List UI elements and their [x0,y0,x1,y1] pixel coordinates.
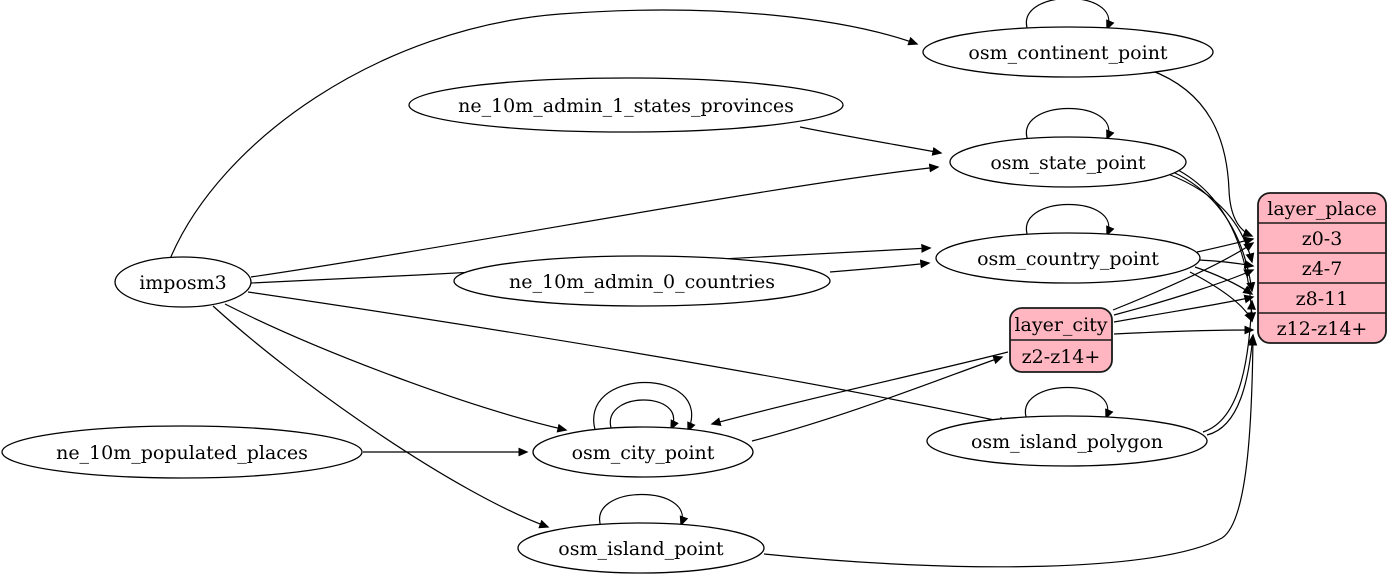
node-ne_10m_populated_places: ne_10m_populated_places [1,425,363,479]
edge-layer_city-layer_place-z0-3 [1112,242,1255,311]
node-osm_city_point: osm_city_point [532,426,754,478]
layer_place-row-z4-7: z4-7 [1302,258,1343,280]
osm_island_point-label: osm_island_point [558,538,724,560]
edge-selfloop-osm_state_point [1025,107,1115,142]
edge-selfloop-inner-osm_city_point [609,399,679,432]
node-ne_10m_admin_1_states_provinces: ne_10m_admin_1_states_provinces [408,77,844,133]
edge-imposm3-osm_state_point [250,163,940,278]
edge-imposm3-osm_continent_point [169,9,919,260]
layer_city-title: layer_city [1014,314,1107,336]
edge-osm_island_polygon-layer_place-z8-11 [1202,299,1256,433]
layer_place-box [1257,192,1387,344]
imposm3-ellipse [114,256,252,308]
edge-osm_country_point-layer_place-z8-11 [1194,266,1254,295]
edge-osm_country_point-layer_place-z0-3 [1196,236,1255,253]
edge-selfloop-outer-osm_city_point [593,382,696,434]
edge-layer [169,0,1258,568]
ne_10m_admin_1_states_provinces-ellipse [408,77,844,133]
osm_state_point-label: osm_state_point [990,152,1146,174]
edge-layer_city-layer_place-z8-11 [1113,294,1255,323]
osm_country_point-ellipse [935,232,1201,284]
node-osm_island_polygon: osm_island_polygon [926,415,1208,467]
layer_place-row-z0-3: z0-3 [1302,228,1343,250]
edge-imposm3-osm_city_point [224,303,568,433]
edge-selfloop-osm_continent_point [1025,0,1115,32]
osm_state_point-ellipse [949,136,1187,188]
ne_10m_admin_0_countries-ellipse [453,255,831,307]
layer_place-row-z8-11: z8-11 [1296,288,1349,310]
edge-osm_island_point-layer_place-z12-z14 [763,335,1258,568]
edge-selfloop-osm_island_point [599,493,689,528]
layer_place-title: layer_place [1267,198,1376,220]
osm_city_point-label: osm_city_point [572,442,715,464]
edge-imposm3-osm_island_point [212,305,550,529]
edge-ne_10m_admin_0_countries-osm_country_point [829,259,931,273]
node-osm_continent_point: osm_continent_point [922,26,1214,78]
ne_10m_admin_1_states_provinces-label: ne_10m_admin_1_states_provinces [458,95,794,117]
edge-osm_city_point-layer_city-z2-z14 [751,355,1004,442]
edge-layer_city-layer_place-z4-7 [1113,269,1255,316]
edge-osm_island_polygon-layer_place-z12-z14 [1206,333,1257,436]
osm_island_polygon-ellipse [926,415,1208,467]
edge-ne_10m_admin_1_states_provinces-osm_state_point [799,126,943,156]
imposm3-label: imposm3 [139,272,227,294]
node-ne_10m_admin_0_countries: ne_10m_admin_0_countries [453,255,831,307]
node-osm_country_point: osm_country_point [935,232,1201,284]
edge-layer_city-osm_city_point [710,351,1009,427]
ne_10m_admin_0_countries-label: ne_10m_admin_0_countries [509,271,775,293]
layer_city-row-z2-z14: z2-z14+ [1022,346,1101,368]
node-osm_state_point: osm_state_point [949,136,1187,188]
osm_island_polygon-label: osm_island_polygon [971,431,1163,453]
node-imposm3: imposm3 [114,256,252,308]
edge-osm_country_point-layer_place-z4-7 [1198,259,1255,269]
osm_island_point-ellipse [517,522,765,574]
edge-selfloop-osm_island_polygon [1024,386,1114,421]
node-osm_island_point: osm_island_point [517,522,765,574]
osm_continent_point-ellipse [922,26,1214,78]
ne_10m_populated_places-ellipse [1,425,363,479]
edge-osm_country_point-layer_place-z12-z14 [1189,271,1253,323]
edge-osm_continent_point-layer_place-z0-3 [1149,69,1254,237]
ne_10m_populated_places-label: ne_10m_populated_places [56,442,308,464]
osm_continent_point-label: osm_continent_point [968,42,1168,64]
edge-imposm3-osm_island_polygon [247,291,1010,426]
osm_country_point-label: osm_country_point [977,248,1159,270]
edge-selfloop-osm_country_point [1025,203,1115,238]
layer_place-row-z12-z14: z12-z14+ [1277,318,1368,340]
record-layer_city: layer_city z2-z14+ [1009,307,1113,373]
edge-layer_city-layer_place-z12-z14 [1113,325,1255,335]
record-layer_place: layer_place z0-3 z4-7 z8-11 z12-z14+ [1257,192,1387,344]
osm_city_point-ellipse [532,426,754,478]
